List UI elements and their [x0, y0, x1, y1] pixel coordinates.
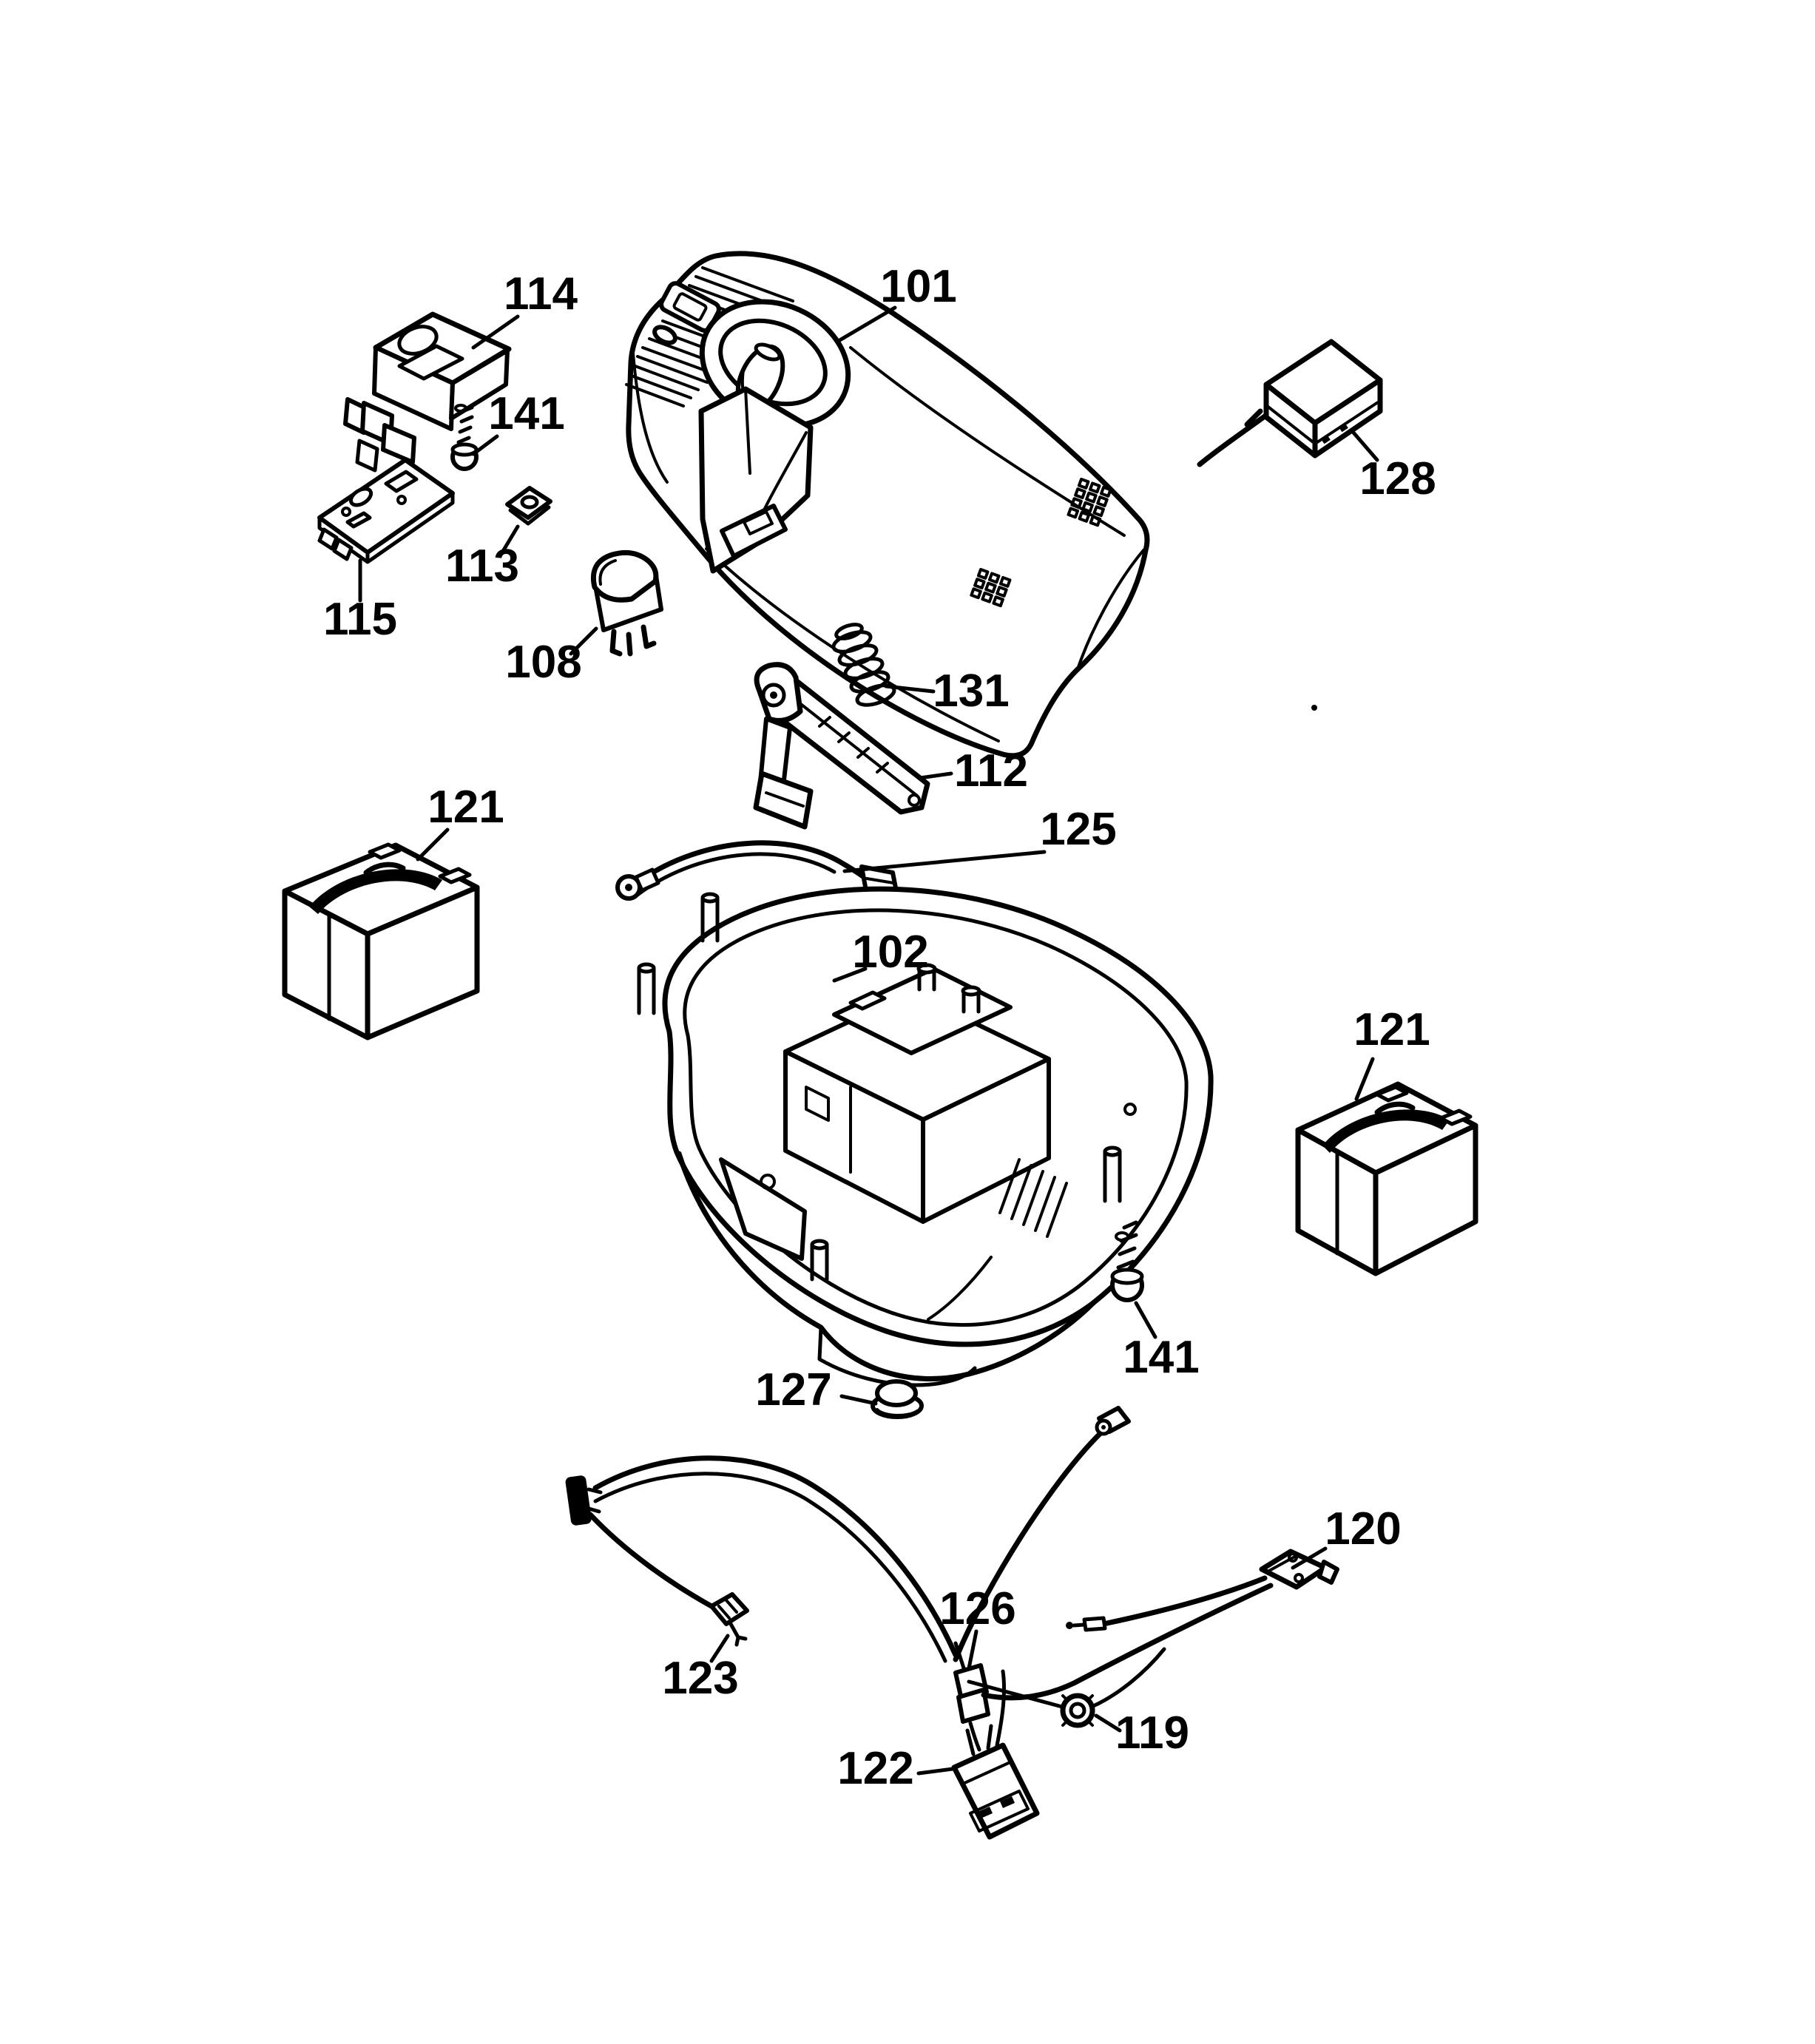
part-131-spring — [831, 623, 896, 707]
callout-leader-102 — [832, 967, 868, 983]
base-ribs — [998, 1158, 1068, 1238]
cover-vent-grid-lower — [970, 568, 1012, 608]
callout-label-121-left: 121 — [427, 782, 504, 833]
part-121-battery-left — [282, 842, 480, 1040]
part-141-screw-top — [450, 404, 479, 471]
callout-label-141-bottom: 141 — [1123, 1332, 1199, 1383]
callout-label-108: 108 — [505, 637, 581, 688]
part-120-cable-assembly — [981, 1549, 1339, 1701]
callout-label-114: 114 — [504, 268, 578, 319]
part-102-base — [637, 886, 1214, 1387]
part-123-wire-harness — [565, 1455, 959, 1663]
callout-label-131: 131 — [933, 666, 1009, 717]
callout-leader-121-right — [1354, 1057, 1375, 1101]
callout-label-125: 125 — [1040, 804, 1116, 855]
part-119-nut — [967, 1647, 1166, 1728]
stray-dot — [1311, 705, 1317, 711]
callout-leader-122 — [916, 1767, 955, 1776]
callout-label-120: 120 — [1325, 1503, 1401, 1554]
callout-leader-113 — [498, 524, 520, 558]
callout-label-112: 112 — [954, 745, 1028, 796]
callout-leader-131 — [884, 684, 936, 694]
callout-leader-125 — [842, 850, 1047, 873]
callout-leader-141-bottom — [1134, 1301, 1157, 1339]
callout-leader-127 — [839, 1394, 878, 1406]
callout-label-121-right: 121 — [1353, 1004, 1430, 1055]
callout-label-119: 119 — [1115, 1708, 1189, 1759]
callout-leader-112 — [918, 771, 953, 780]
callout-label-141-top: 141 — [488, 388, 564, 439]
part-114-breaker-bracket — [343, 311, 512, 473]
callout-leader-108 — [569, 626, 598, 656]
callout-leader-128 — [1351, 430, 1379, 462]
part-122-connector — [951, 1724, 1040, 1840]
callout-leader-126 — [967, 1629, 979, 1671]
base-posts — [637, 892, 1122, 1282]
cover-vent-grid-upper — [1067, 478, 1112, 527]
callout-leader-123 — [709, 1634, 730, 1663]
part-112-lever — [753, 662, 930, 830]
part-108-switch — [591, 549, 663, 657]
callout-label-128: 128 — [1359, 453, 1436, 504]
part-128-charger — [1197, 339, 1383, 467]
callout-label-127: 127 — [755, 1364, 831, 1415]
part-141-screw-bottom — [1110, 1220, 1144, 1302]
callout-label-123: 123 — [662, 1653, 738, 1704]
callout-label-122: 122 — [837, 1743, 913, 1794]
callouts-layer: 101 102 108 112 113 114 115 119 120 121 121 122 123 1… — [323, 261, 1436, 1794]
callout-label-101: 101 — [880, 261, 956, 312]
part-113-button — [505, 486, 552, 526]
callout-label-102: 102 — [852, 927, 928, 978]
part-101-cover — [625, 251, 1317, 759]
callout-leader-119 — [1094, 1713, 1122, 1733]
callout-label-126: 126 — [939, 1583, 1015, 1634]
part-115-circuit-board — [317, 458, 455, 564]
callout-label-113: 113 — [445, 541, 519, 592]
callout-leader-114 — [471, 314, 520, 350]
callout-label-115: 115 — [323, 594, 397, 645]
harness-ring-terminal-wire — [953, 1406, 1131, 1662]
callout-leader-120 — [1291, 1546, 1328, 1570]
callout-leader-121-left — [416, 828, 450, 862]
part-121-battery-right — [1295, 1081, 1478, 1276]
part-127-grommet — [871, 1379, 924, 1419]
callout-leader-101 — [835, 305, 897, 344]
callout-leader-141-top — [471, 434, 499, 456]
